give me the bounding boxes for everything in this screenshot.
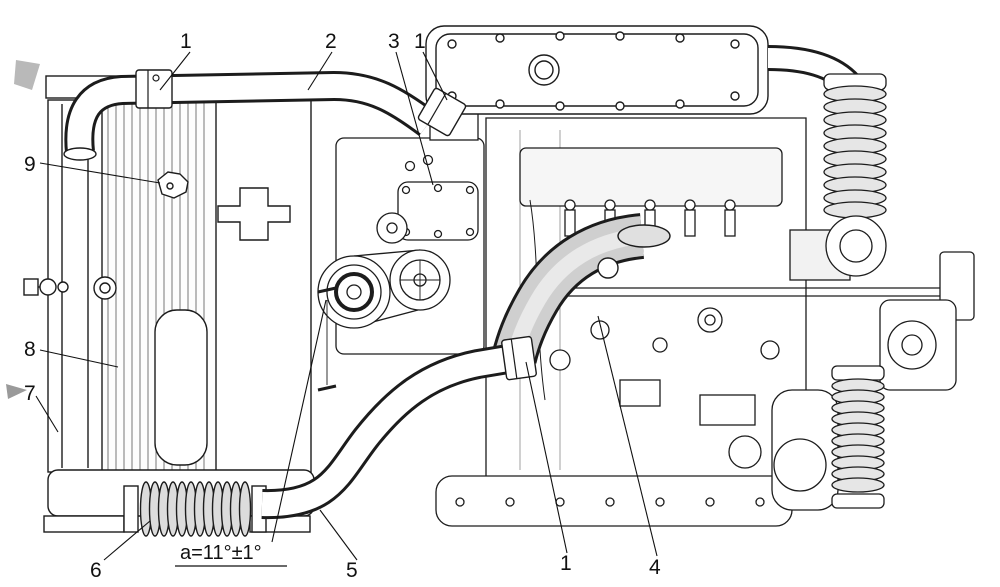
callout-4-intake-elbow: 4 (649, 556, 661, 579)
radiator-cap (157, 171, 189, 199)
inspection-plate (397, 181, 479, 241)
callout-8-radiator-core: 8 (24, 338, 36, 361)
upper-hose-drawing (63, 69, 467, 161)
callout-3-plate: 3 (388, 30, 400, 53)
angle-datum-marks (317, 286, 337, 392)
radiator-drawing (23, 75, 315, 537)
callout-7-radiator-frame: 7 (24, 382, 36, 405)
injector-row (564, 199, 736, 237)
callout-1-upper-hose-clamp-left: 1 (180, 30, 192, 53)
valve-cover-drawing (425, 25, 769, 115)
angle-annotation: a=11°±1° (180, 542, 262, 564)
engine-block-drawing (317, 99, 975, 527)
hose-clamp-upper-left (135, 69, 173, 109)
callout-2-upper-hose: 2 (325, 30, 337, 53)
drawing-edge-fragments (6, 60, 40, 399)
callout-9-radiator-cap: 9 (24, 153, 36, 176)
hose-clamp-lower (501, 335, 537, 381)
hose-clamp-upper-right (417, 87, 467, 137)
bellows-hose (123, 481, 267, 537)
callout-1-lower-hose-clamp: 1 (560, 552, 572, 575)
callout-5-lower-hose: 5 (346, 559, 358, 582)
corrugated-hose-bottom (831, 378, 885, 493)
callout-1-upper-hose-clamp-right: 1 (414, 30, 426, 53)
corrugated-hose-top (823, 85, 887, 219)
air-intake-turbo-drawing (767, 45, 887, 509)
leader-lines (35, 51, 658, 567)
callout-6-bellows-hose: 6 (90, 559, 102, 582)
